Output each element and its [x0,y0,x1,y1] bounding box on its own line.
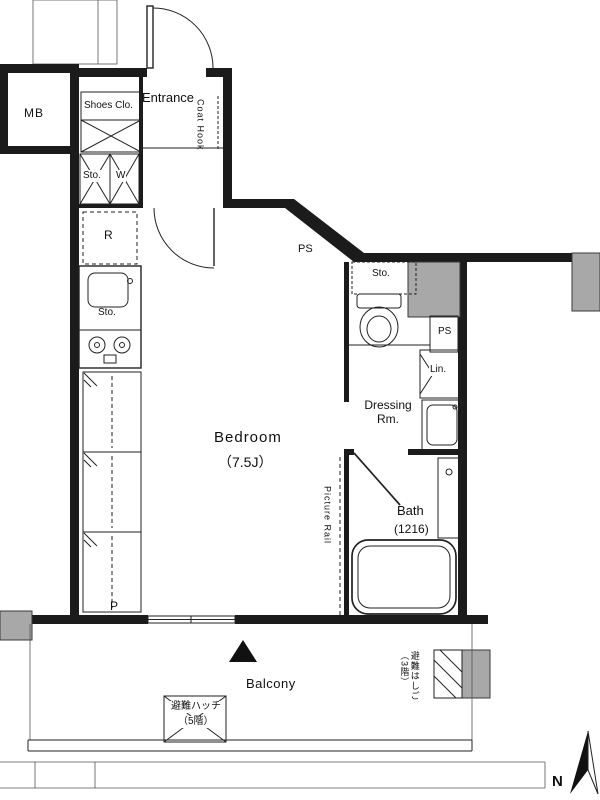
pipe-space-box [429,315,459,353]
burner [113,336,131,354]
label-entrance: Entrance [142,90,195,105]
label-refrigerator: R [104,228,113,242]
kitchen-counter [78,265,142,369]
label-storage-toilet: Sto. [371,268,391,280]
evacuation-ladder-box [433,649,463,699]
north-arrow-icon [570,730,599,795]
label-balcony: Balcony [246,676,296,691]
label-dressing-line1: Dressing [364,398,412,412]
toilet-bowl [359,306,399,348]
label-picture-rail: Picture Rail [322,486,333,545]
label-evac-ladder-line2: （3階） [399,651,410,688]
entrance-fixtures [79,5,223,269]
label-evac-hatch-line1: 避難ハッチ [170,701,222,713]
entrance-door-leaf [146,5,154,69]
balcony-fixtures [0,615,546,789]
label-evac-ladder-line1: 避難はしご [409,651,420,701]
bath-counter [437,457,461,539]
label-pantry: P [110,599,119,613]
label-evac-hatch-line2: （5階） [177,716,215,728]
label-ps-top: PS [297,243,314,256]
label-bedroom: Bedroom [214,429,282,446]
direction-triangle [229,640,257,662]
linen-closet [419,349,461,399]
toilet-tank [356,293,402,309]
sink [87,272,129,308]
label-mb: MB [24,106,44,120]
bath-door-leaf [353,452,401,506]
burner [88,336,106,354]
grill [103,354,117,364]
label-ps-side: PS [437,326,453,338]
bathtub [351,539,457,615]
label-bath-size: (1216) [394,522,429,536]
label-storage-entry: Sto. [82,170,102,182]
cabinet [82,531,142,613]
entrance-door-arc [152,7,214,69]
drain [445,468,453,476]
refrigerator-space [82,211,138,265]
label-linen: Lin. [429,364,448,376]
label-shoes-closet: Shoes Clo. [84,100,133,111]
walls [0,64,600,624]
hall-door-arc [153,207,215,269]
label-bath: Bath [397,503,424,518]
label-dressing-line2: Rm. [377,411,399,426]
label-storage-kitchen: Sto. [98,307,116,318]
kitchen-fixtures [78,211,142,613]
exterior-walkway-lines [32,0,118,65]
label-north: N [552,773,563,790]
label-bedroom-size: （7.5J） [218,454,273,470]
label-washer: W [115,170,127,182]
label-evac-ladder: 避難はしご （3階） [399,651,420,705]
washer-pan [421,399,463,451]
gray-columns [0,252,600,699]
label-coat-hook: Coat Hook [195,99,206,151]
label-dressing-room: Dressing Rm. [350,398,426,427]
evacuation-hatch-box [163,695,227,743]
faucet [127,278,133,284]
